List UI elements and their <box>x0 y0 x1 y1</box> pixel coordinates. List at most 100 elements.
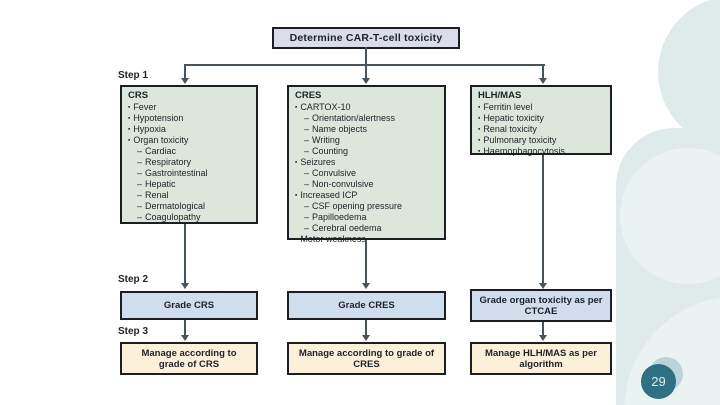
bullet-marker: ▪ <box>128 137 131 144</box>
manage-hlh-mas-label: Manage HLH/MAS as per algorithm <box>485 347 597 370</box>
dash-marker: – <box>137 146 143 156</box>
item-text: Respiratory <box>145 157 192 167</box>
list-item: –Hepatic <box>128 179 251 190</box>
connector-line <box>365 47 367 65</box>
list-item: –Coagulopathy <box>128 212 251 223</box>
list-item: ▪Haemophagocytosis <box>478 146 605 157</box>
item-text: Fever <box>133 102 157 112</box>
dash-marker: – <box>137 190 143 200</box>
title-box: Determine CAR-T-cell toxicity <box>272 27 460 49</box>
item-text: Renal <box>145 190 169 200</box>
cres-header: CRES <box>295 90 322 101</box>
list-item: ▪Motor weakness <box>295 234 439 245</box>
item-text: Papilloedema <box>312 212 367 222</box>
grade-organ-toxicity-label: Grade organ toxicity as per CTCAE <box>479 294 603 317</box>
dash-marker: – <box>137 201 143 211</box>
list-item: ▪Fever <box>128 102 251 113</box>
arrow-down-icon <box>362 64 370 84</box>
item-text: Increased ICP <box>300 190 358 200</box>
page-number: 29 <box>651 374 666 389</box>
manage-crs-label: Manage according to grade of CRS <box>141 347 237 370</box>
item-text: Cardiac <box>145 146 177 156</box>
hlh-mas-item-list: ▪Ferritin level▪Hepatic toxicity▪Renal t… <box>478 102 605 157</box>
cres-assessment-box: CRES ▪CARTOX-10–Orientation/alertness–Na… <box>287 85 446 244</box>
crs-assessment-box: CRS ▪Fever▪Hypotension▪Hypoxia▪Organ tox… <box>120 85 258 224</box>
hlh-mas-header: HLH/MAS <box>478 90 522 101</box>
list-item: –Orientation/alertness <box>295 113 439 124</box>
dash-marker: – <box>304 124 310 134</box>
manage-crs-box: Manage according to grade of CRS <box>120 342 258 375</box>
list-item: –Papilloedema <box>295 212 439 223</box>
item-text: Organ toxicity <box>133 135 189 145</box>
list-item: –Renal <box>128 190 251 201</box>
list-item: –Cardiac <box>128 146 251 157</box>
arrow-down-icon <box>181 320 189 341</box>
item-text: CARTOX-10 <box>300 102 351 112</box>
title-text: Determine CAR-T-cell toxicity <box>289 32 443 44</box>
item-text: Ferritin level <box>483 102 533 112</box>
arrow-down-icon <box>362 320 370 341</box>
bullet-marker: ▪ <box>128 104 131 111</box>
grade-crs-box: Grade CRS <box>120 291 258 320</box>
manage-hlh-mas-box: Manage HLH/MAS as per algorithm <box>470 342 612 375</box>
bullet-marker: ▪ <box>295 192 298 199</box>
bullet-marker: ▪ <box>478 126 481 133</box>
arrow-down-icon <box>539 64 547 84</box>
item-text: Dermatological <box>145 201 206 211</box>
bullet-marker: ▪ <box>128 126 131 133</box>
arrow-down-icon <box>362 240 370 289</box>
list-item: –Dermatological <box>128 201 251 212</box>
item-text: Cerebral oedema <box>312 223 382 233</box>
grade-cres-label: Grade CRES <box>338 300 395 311</box>
list-item: –CSF opening pressure <box>295 201 439 212</box>
arrow-down-icon <box>539 322 547 341</box>
cres-item-list: ▪CARTOX-10–Orientation/alertness–Name ob… <box>295 102 439 245</box>
item-text: Hepatic toxicity <box>483 113 544 123</box>
item-text: Non-convulsive <box>312 179 374 189</box>
bullet-marker: ▪ <box>478 104 481 111</box>
list-item: ▪Hypoxia <box>128 124 251 135</box>
item-text: Hypoxia <box>133 124 166 134</box>
list-item: ▪Seizures <box>295 157 439 168</box>
list-item: ▪Increased ICP <box>295 190 439 201</box>
item-text: Writing <box>312 135 340 145</box>
step-2-label: Step 2 <box>118 274 149 285</box>
list-item: –Cerebral oedema <box>295 223 439 234</box>
arrow-down-icon <box>181 224 189 289</box>
dash-marker: – <box>304 179 310 189</box>
crs-item-list: ▪Fever▪Hypotension▪Hypoxia▪Organ toxicit… <box>128 102 251 223</box>
manage-cres-box: Manage according to grade of CRES <box>287 342 446 375</box>
list-item: ▪Ferritin level <box>478 102 605 113</box>
item-text: Name objects <box>312 124 368 134</box>
dash-marker: – <box>304 223 310 233</box>
item-text: Seizures <box>300 157 336 167</box>
decorative-circle <box>658 0 720 148</box>
bullet-marker: ▪ <box>295 104 298 111</box>
item-text: Coagulopathy <box>145 212 201 222</box>
item-text: Pulmonary toxicity <box>483 135 557 145</box>
dash-marker: – <box>304 212 310 222</box>
list-item: –Name objects <box>295 124 439 135</box>
grade-crs-label: Grade CRS <box>163 300 215 311</box>
item-text: Motor weakness <box>300 234 366 244</box>
hlh-mas-assessment-box: HLH/MAS ▪Ferritin level▪Hepatic toxicity… <box>470 85 612 157</box>
list-item: –Gastrointestinal <box>128 168 251 179</box>
dash-marker: – <box>137 212 143 222</box>
list-item: –Writing <box>295 135 439 146</box>
item-text: Renal toxicity <box>483 124 537 134</box>
grade-cres-box: Grade CRES <box>287 291 446 320</box>
arrow-down-icon <box>181 64 189 84</box>
dash-marker: – <box>304 168 310 178</box>
bullet-marker: ▪ <box>295 159 298 166</box>
dash-marker: – <box>304 201 310 211</box>
grade-organ-toxicity-box: Grade organ toxicity as per CTCAE <box>470 289 612 322</box>
bullet-marker: ▪ <box>478 137 481 144</box>
step-1-label: Step 1 <box>118 70 149 81</box>
item-text: Haemophagocytosis <box>483 146 565 156</box>
dash-marker: – <box>304 135 310 145</box>
crs-header: CRS <box>128 90 149 101</box>
list-item: ▪Renal toxicity <box>478 124 605 135</box>
item-text: Counting <box>312 146 349 156</box>
item-text: Hepatic <box>145 179 176 189</box>
